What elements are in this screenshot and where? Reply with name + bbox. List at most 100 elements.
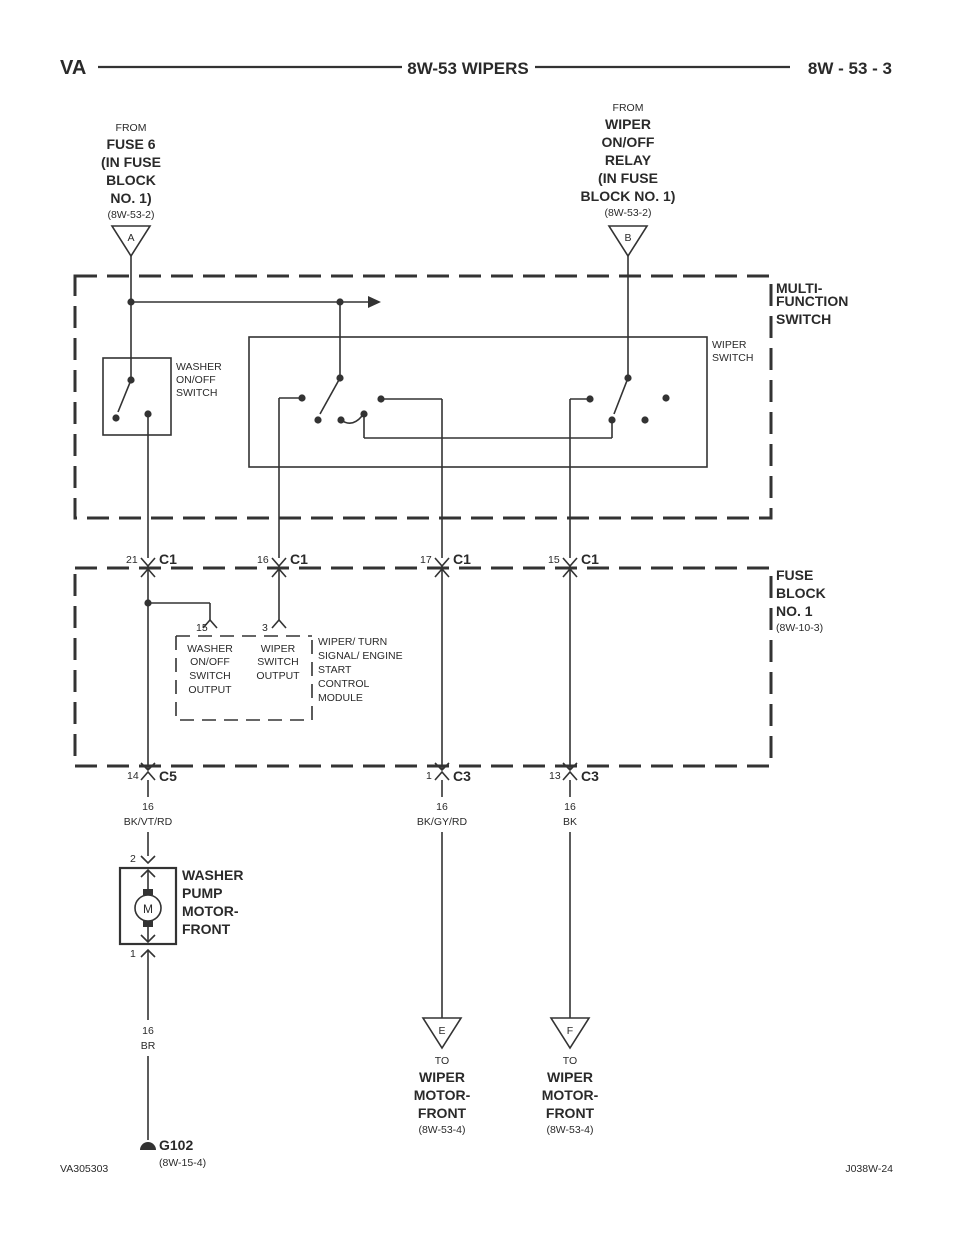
source-b-line-1: WIPER: [605, 116, 651, 132]
dest-e-line-3: FRONT: [418, 1105, 467, 1121]
c1-pin-21: 21: [126, 554, 138, 566]
connector-b: B: [607, 225, 649, 258]
washer-output-label-2: ON/OFF: [190, 656, 230, 668]
source-a-line-1: FUSE 6: [106, 136, 155, 152]
wire-3-gauge: 16: [564, 801, 576, 813]
wiper-output-label-1: WIPER: [261, 643, 296, 655]
fuse-block: FUSE BLOCK NO. 1 (8W-10-3): [73, 566, 826, 768]
c1-connector-17: 17 C1: [420, 551, 471, 580]
source-b-from: FROM: [613, 102, 644, 114]
connector-a: A: [110, 225, 152, 258]
destination-e: E TO WIPER MOTOR- FRONT (8W-53-4): [414, 1017, 471, 1136]
connector-e-letter: E: [438, 1025, 445, 1037]
dest-e-ref: (8W-53-4): [418, 1124, 465, 1136]
destination-f: F TO WIPER MOTOR- FRONT (8W-53-4): [542, 1017, 599, 1136]
fuse-block-ref: (8W-10-3): [776, 622, 823, 634]
c1-connector-21: 21 C1: [126, 551, 177, 580]
feed-arrow-icon: [368, 296, 381, 308]
pump-pin-1: 1: [130, 948, 136, 960]
header-title: 8W-53 WIPERS: [407, 59, 529, 78]
wiper-output-label-3: OUTPUT: [256, 670, 300, 682]
source-b-label: FROM WIPER ON/OFF RELAY (IN FUSE BLOCK N…: [581, 102, 676, 219]
connector-f-letter: F: [567, 1025, 573, 1037]
dest-f-to: TO: [563, 1055, 577, 1067]
c1-connector-16: 16 C1: [257, 551, 308, 580]
washer-pump-motor: 2 M 1 WASHER PUMP MOTOR- FRONT: [118, 853, 243, 1020]
module-label-1: WIPER/ TURN: [318, 636, 387, 648]
pump-label-3: MOTOR-: [182, 903, 239, 919]
module-label-4: CONTROL: [318, 678, 369, 690]
source-a-ref: (8W-53-2): [107, 209, 154, 221]
source-b-line-3: RELAY: [605, 152, 652, 168]
c3-pin-1: 1: [426, 770, 432, 782]
washer-switch-label-3: SWITCH: [176, 387, 217, 399]
dest-e-line-1: WIPER: [419, 1069, 465, 1085]
lower-wires: [147, 780, 571, 1018]
c1-name-17: C1: [453, 551, 471, 567]
dest-e-line-2: MOTOR-: [414, 1087, 471, 1103]
module-label-5: MODULE: [318, 692, 363, 704]
wire-1-color: BK/VT/RD: [124, 816, 173, 828]
c1-name-21: C1: [159, 551, 177, 567]
dest-f-line-1: WIPER: [547, 1069, 593, 1085]
c1-pin-16: 16: [257, 554, 269, 566]
wire-1-gauge: 16: [142, 801, 154, 813]
dest-e-to: TO: [435, 1055, 449, 1067]
fuse-block-label-2: BLOCK: [776, 585, 826, 601]
c1-connector-15: 15 C1: [548, 551, 599, 580]
c3-connector-13: 13 C3: [549, 762, 599, 784]
connector-a-letter: A: [127, 232, 134, 244]
wire-2-color: BK/GY/RD: [417, 816, 468, 828]
washer-output-label-1: WASHER: [187, 643, 233, 655]
multifunction-label-2: FUNCTION: [776, 293, 848, 309]
washer-on-off-switch: WASHER ON/OFF SWITCH: [102, 357, 222, 558]
feed-wires: [127, 256, 629, 380]
wire-4-gauge: 16: [142, 1025, 154, 1037]
ground-name: G102: [159, 1137, 193, 1153]
source-a-line-3: BLOCK: [106, 172, 156, 188]
wiper-control-module: 15 3 WASHER ON/OFF SWITCH OUTPUT WIPER S…: [175, 622, 403, 721]
wiper-output-label-2: SWITCH: [257, 656, 298, 668]
source-b-ref: (8W-53-2): [604, 207, 651, 219]
motor-symbol-icon: M: [143, 902, 153, 916]
c1-pin-15: 15: [548, 554, 560, 566]
pump-label-2: PUMP: [182, 885, 222, 901]
dest-f-ref: (8W-53-4): [546, 1124, 593, 1136]
source-a-line-4: NO. 1): [110, 190, 151, 206]
pump-label-1: WASHER: [182, 867, 243, 883]
footer-right: J038W-24: [845, 1163, 893, 1175]
wire-3-color: BK: [563, 816, 577, 828]
washer-switch-label-2: ON/OFF: [176, 374, 216, 386]
source-a-line-2: (IN FUSE: [101, 154, 161, 170]
c5-name: C5: [159, 768, 177, 784]
wiper-switch-label-1: WIPER: [712, 339, 747, 351]
multifunction-switch: MULTI- FUNCTION SWITCH: [73, 274, 848, 520]
page-header: VA 8W-53 WIPERS 8W - 53 - 3: [60, 57, 892, 79]
ground-icon: [140, 1142, 156, 1150]
ground-ref: (8W-15-4): [159, 1157, 206, 1169]
ground-g102: G102 (8W-15-4): [140, 1056, 206, 1169]
module-pin-15: 15: [196, 622, 208, 634]
c1-name-15: C1: [581, 551, 599, 567]
source-b-line-2: ON/OFF: [602, 134, 655, 150]
wiper-switch: WIPER SWITCH: [248, 336, 753, 468]
dest-f-line-2: MOTOR-: [542, 1087, 599, 1103]
header-left: VA: [60, 57, 86, 79]
washer-output-label-4: OUTPUT: [188, 684, 232, 696]
fuse-block-label-3: NO. 1: [776, 603, 813, 619]
c3-pin-13: 13: [549, 770, 561, 782]
multifunction-label-1: MULTI-: [776, 280, 823, 296]
fuse-block-label-1: FUSE: [776, 567, 813, 583]
c3-name-1: C3: [453, 768, 471, 784]
pump-label-4: FRONT: [182, 921, 231, 937]
c5-connector-14: 14 C5: [127, 762, 177, 784]
wire-labels: 16 BK/VT/RD 16 BK/GY/RD 16 BK 16 BR: [124, 801, 577, 1052]
wire-2-gauge: 16: [436, 801, 448, 813]
wiper-switch-label-2: SWITCH: [712, 352, 753, 364]
header-page-number: 8W - 53 - 3: [808, 59, 892, 78]
c5-pin-14: 14: [127, 770, 139, 782]
connector-b-letter: B: [624, 232, 631, 244]
washer-output-label-3: SWITCH: [189, 670, 230, 682]
